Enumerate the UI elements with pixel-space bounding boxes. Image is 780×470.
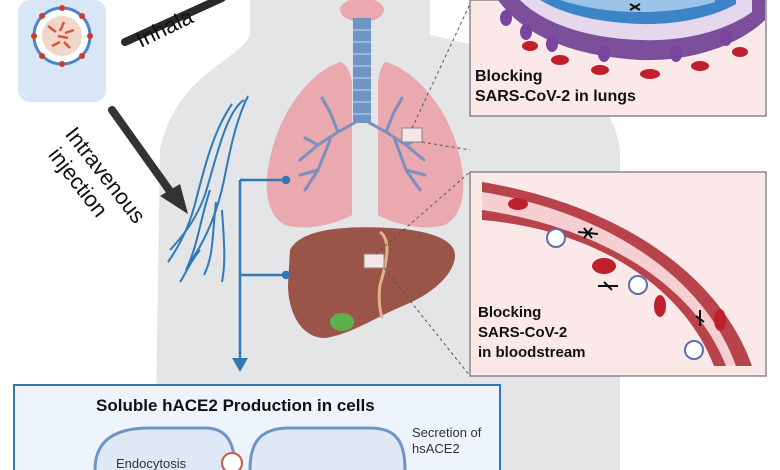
inhalation-arrow bbox=[121, 0, 226, 46]
trachea bbox=[340, 0, 384, 123]
secretion-label: Secretion of hsACE2 bbox=[412, 425, 481, 457]
intravenous-arrow bbox=[108, 106, 188, 214]
blocking-blood-line2: SARS-CoV-2 bbox=[478, 324, 568, 341]
production-box bbox=[13, 384, 501, 470]
lungs bbox=[266, 62, 464, 228]
bloodstream-inset-panel bbox=[469, 171, 767, 377]
connector-lines bbox=[238, 175, 291, 360]
virus-particle-icon bbox=[18, 0, 106, 102]
blocking-blood-caption: Blocking SARS-CoV-2 in bloodstream bbox=[478, 303, 586, 363]
endocytosis-label: Endocytosis bbox=[116, 456, 187, 470]
down-arrow-head bbox=[232, 358, 248, 372]
arm-veins bbox=[167, 95, 249, 283]
blocking-blood-line3: in bloodstream bbox=[478, 344, 586, 361]
blocking-blood-line1: Blocking bbox=[478, 304, 542, 321]
blocking-lungs-line2: SARS-CoV-2 in lungs bbox=[475, 88, 636, 105]
liver bbox=[288, 227, 455, 338]
secretion-line2: hsACE2 bbox=[412, 441, 460, 456]
secretion-line1: Secretion of bbox=[412, 425, 482, 440]
lungs-inset-panel bbox=[469, 0, 767, 117]
production-title: Soluble hACE2 Production in cells bbox=[96, 396, 375, 415]
virus-in-blood bbox=[546, 228, 704, 360]
blocking-lungs-line1: Blocking bbox=[475, 68, 543, 85]
blocking-lungs-caption: Blocking SARS-CoV-2 in lungs bbox=[475, 67, 636, 107]
dashed-leaders bbox=[375, 3, 471, 377]
